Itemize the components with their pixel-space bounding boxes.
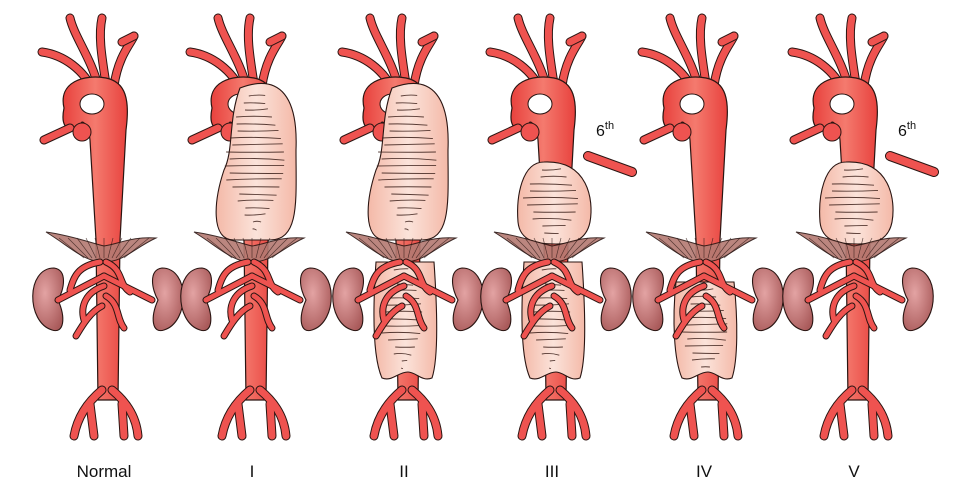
sixth-rib-marker: 6th xyxy=(885,120,939,177)
panel-type-1: I xyxy=(180,13,332,481)
iliac-arteries xyxy=(217,385,291,441)
thoracic-aneurysm-stripes xyxy=(224,94,285,231)
panel-label: I xyxy=(250,462,255,481)
thoracic-aneurysm-stripes xyxy=(376,94,437,231)
diaphragm xyxy=(493,231,606,263)
right-kidney xyxy=(451,267,484,332)
kidneys xyxy=(180,267,332,332)
diaphragm xyxy=(645,231,758,263)
iliac-arteries xyxy=(819,385,893,441)
visceral-branches xyxy=(202,258,304,340)
left-kidney xyxy=(632,267,665,332)
abdominal-aneurysm xyxy=(673,281,738,380)
arch-branch-vessels xyxy=(337,13,439,97)
thoracic-aneurysm xyxy=(367,83,449,241)
sixth-rib-marker: 6th xyxy=(583,120,637,177)
arch-inner-loop xyxy=(679,93,705,115)
sixth-rib-label: 6th xyxy=(596,120,614,140)
panel-label: IV xyxy=(696,462,713,481)
left-kidney xyxy=(332,267,365,332)
lower-thoracic-aneurysm-stripes xyxy=(522,168,579,235)
kidneys xyxy=(32,267,184,332)
lower-thoracic-aneurysm xyxy=(819,161,894,245)
visceral-branches xyxy=(804,258,906,340)
thoracic-aneurysm xyxy=(215,83,297,241)
kidneys xyxy=(332,267,484,332)
panel-label: Normal xyxy=(77,462,132,481)
right-kidney xyxy=(599,267,632,332)
right-kidney xyxy=(901,267,934,332)
iliac-arteries xyxy=(69,385,143,441)
visceral-branches xyxy=(502,258,604,340)
right-kidney xyxy=(751,267,784,332)
lower-thoracic-aneurysm xyxy=(517,161,592,245)
diaphragm xyxy=(193,231,306,263)
panel-type-2: II xyxy=(332,13,484,481)
sixth-rib-label: 6th xyxy=(898,120,916,140)
arch-inner-loop xyxy=(527,93,553,115)
arch-inner-loop xyxy=(829,93,855,115)
right-kidney xyxy=(299,267,332,332)
right-kidney xyxy=(151,267,184,332)
left-kidney xyxy=(180,267,213,332)
iliac-arteries xyxy=(369,385,443,441)
visceral-branches xyxy=(654,258,756,340)
kidneys xyxy=(480,267,632,332)
diaphragm xyxy=(345,231,458,263)
lower-thoracic-aneurysm-stripes xyxy=(824,168,881,235)
left-kidney xyxy=(782,267,815,332)
kidneys xyxy=(782,267,934,332)
panel-type-4: IV xyxy=(632,13,784,481)
kidneys xyxy=(632,267,784,332)
visceral-branches xyxy=(354,258,456,340)
panel-normal: Normal xyxy=(32,13,184,481)
iliac-arteries xyxy=(669,385,743,441)
left-kidney xyxy=(32,267,65,332)
panel-label: V xyxy=(848,462,860,481)
visceral-branches xyxy=(54,258,156,340)
arch-inner-loop xyxy=(79,93,105,115)
panel-label: III xyxy=(545,462,559,481)
panel-label: II xyxy=(399,462,408,481)
diaphragm xyxy=(45,231,158,263)
left-kidney xyxy=(480,267,513,332)
iliac-arteries xyxy=(517,385,591,441)
diaphragm xyxy=(795,231,908,263)
